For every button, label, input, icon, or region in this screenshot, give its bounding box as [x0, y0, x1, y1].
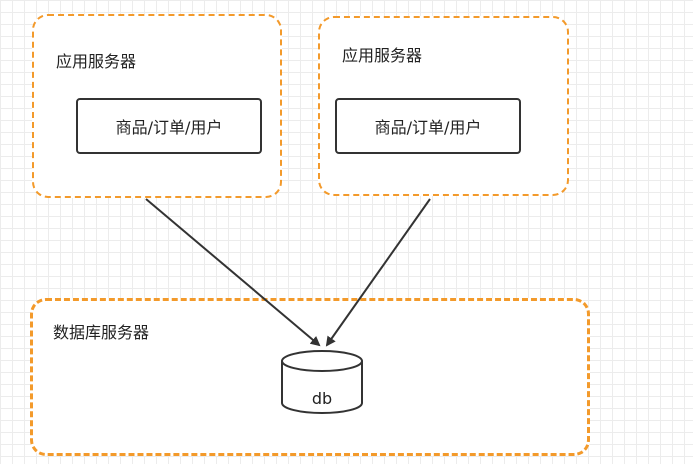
app-server-frame-1: 应用服务器 商品/订单/用户 — [32, 14, 282, 198]
db-cylinder: db — [280, 349, 364, 415]
app-server-label-1: 应用服务器 — [56, 52, 137, 71]
db-cylinder-icon — [281, 350, 363, 414]
app-server-frame-2: 应用服务器 商品/订单/用户 — [318, 16, 569, 196]
db-server-label: 数据库服务器 — [53, 323, 150, 342]
module-box-1: 商品/订单/用户 — [76, 98, 262, 154]
app-server-label-2: 应用服务器 — [342, 46, 423, 65]
module-box-2: 商品/订单/用户 — [335, 98, 521, 154]
db-label: db — [311, 389, 333, 408]
